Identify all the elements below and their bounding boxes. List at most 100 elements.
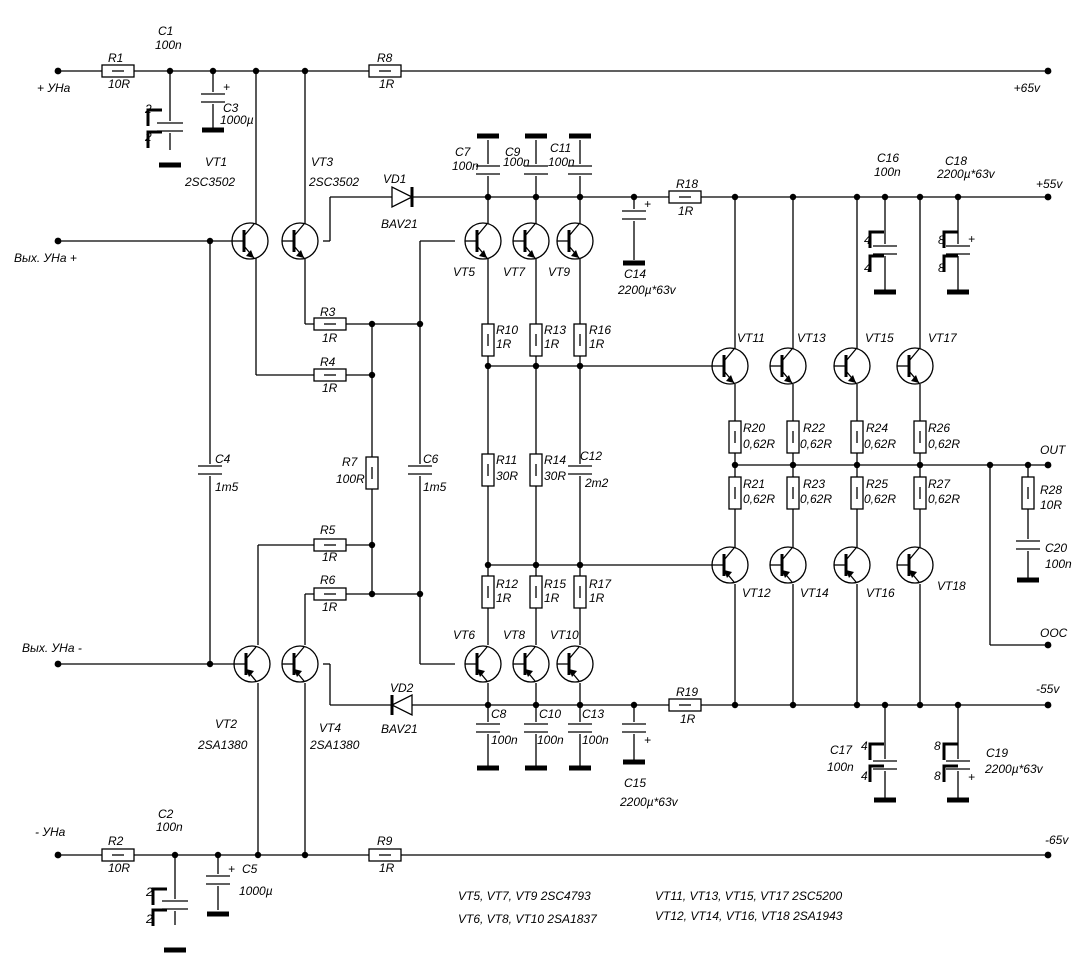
junction-dot (881, 701, 889, 709)
label-VD2t: BAV21 (381, 722, 418, 736)
label-R8: R8 (377, 51, 393, 65)
label-OOC: OOC (1040, 626, 1068, 640)
label-C14: C14 (624, 267, 646, 281)
emitter-arrow (246, 669, 254, 677)
label-n8b: 8 (938, 261, 945, 275)
junction-dot (301, 67, 309, 75)
label-R8v: 1R (379, 77, 395, 91)
label-C16v: 100n (874, 165, 901, 179)
label-R3: R3 (320, 305, 336, 319)
transistor-collector (568, 223, 580, 237)
junction-dot (630, 701, 638, 709)
components: ++++++ (101, 64, 1041, 953)
junction-dot (789, 461, 797, 469)
junction-dot (916, 461, 924, 469)
junction-dot (416, 590, 424, 598)
label-R17v: 1R (589, 591, 605, 605)
label-R12v: 1R (496, 591, 512, 605)
capacitor-gap (567, 722, 593, 734)
junction-dot (731, 193, 739, 201)
junction-dot (576, 701, 584, 709)
transistor-collector (781, 547, 793, 561)
label-VT17: VT17 (928, 331, 958, 345)
label-R19: R19 (676, 685, 698, 699)
transistor-collector (845, 547, 857, 561)
label-VT1: VT1 (205, 155, 227, 169)
capacitor-bracket (942, 742, 958, 760)
label-R4: R4 (320, 355, 336, 369)
label-C11: C11 (550, 141, 571, 155)
terminal (54, 660, 62, 668)
label-VD2: VD2 (390, 681, 414, 695)
label-C17: C17 (830, 743, 853, 757)
capacitor-gap (197, 464, 223, 476)
label-VD1: VD1 (383, 172, 406, 186)
label-R2: R2 (108, 834, 124, 848)
junction-dot (484, 362, 492, 370)
capacitor-gap (205, 874, 231, 886)
label-R12: R12 (496, 577, 518, 591)
junction-dot (214, 851, 222, 859)
label-VT7: VT7 (503, 265, 526, 279)
junction-dot (954, 193, 962, 201)
junction-dot (789, 193, 797, 201)
label-C18v: 2200µ*63v (936, 167, 996, 181)
label-C1v: 100n (155, 38, 182, 52)
transistor-collector (476, 223, 488, 237)
wires (58, 70, 1048, 925)
label-C14v: 2200µ*63v (617, 283, 677, 297)
junction-dot (206, 660, 214, 668)
label-VT12: VT12 (742, 586, 771, 600)
capacitor-bracket (146, 130, 162, 148)
junction-dot (576, 362, 584, 370)
label-C1: C1 (158, 24, 173, 38)
label-R14: R14 (544, 453, 566, 467)
label-C7v: 100n (452, 159, 479, 173)
junction-dot (576, 561, 584, 569)
polarity-mark: + (644, 733, 651, 747)
label-VT1t: 2SC3502 (184, 175, 235, 189)
label-n4b: 4 (864, 261, 871, 275)
label-OUT: OUT (1040, 443, 1067, 457)
transistor-collector (908, 348, 920, 362)
transistor-collector (476, 646, 488, 660)
junction-dot (853, 461, 861, 469)
terminal (1044, 67, 1052, 75)
junction-dot (416, 320, 424, 328)
label-R2v: 10R (108, 861, 130, 875)
junctions (54, 67, 1052, 859)
capacitor-gap (200, 92, 226, 104)
emitter-arrow (571, 250, 579, 258)
terminal (54, 237, 62, 245)
emitter-arrow (726, 375, 734, 383)
label-R24v: 0,62R (864, 437, 896, 451)
label-VT5: VT5 (453, 265, 475, 279)
label-R18v: 1R (678, 204, 694, 218)
label-VT9: VT9 (548, 265, 570, 279)
capacitor-gap (621, 722, 647, 734)
junction-dot (532, 193, 540, 201)
label-VT3t: 2SC3502 (308, 175, 359, 189)
polarity-mark: + (968, 770, 975, 784)
label-R23: R23 (803, 477, 825, 491)
label-C15: C15 (624, 776, 646, 790)
label-R25v: 0,62R (864, 492, 896, 506)
terminal (1044, 193, 1052, 201)
label-VT4t: 2SA1380 (309, 738, 360, 752)
capacitor-gap (475, 722, 501, 734)
label-R6v: 1R (322, 600, 338, 614)
junction-dot (916, 193, 924, 201)
capacitor-bracket (868, 742, 884, 760)
label-outp: Вых. УНа + (14, 251, 77, 265)
label-VT10: VT10 (550, 628, 579, 642)
label-n8c: 8 (934, 739, 941, 753)
terminal (1044, 461, 1052, 469)
label-p65: +65v (1014, 81, 1041, 95)
label-c1b: 2 (144, 130, 152, 144)
junction-dot (301, 851, 309, 859)
label-C4v: 1m5 (215, 480, 239, 494)
transistor-collector (293, 646, 305, 660)
label-VT3: VT3 (311, 155, 333, 169)
label-R11: R11 (496, 453, 517, 467)
capacitor-gap (872, 244, 898, 256)
